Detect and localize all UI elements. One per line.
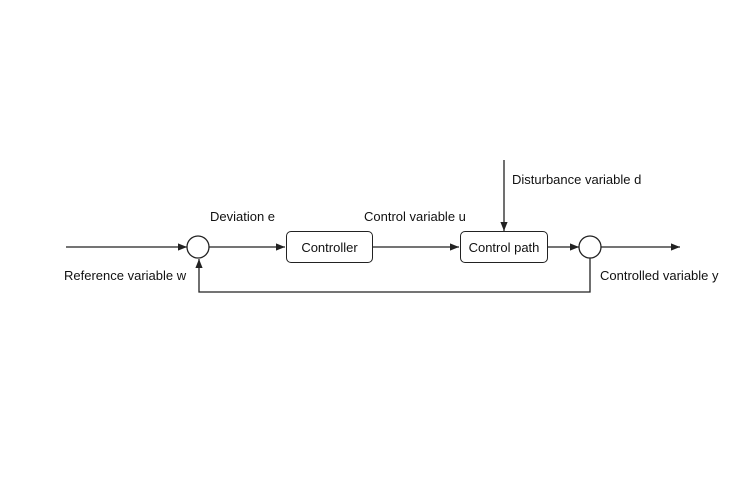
disturbance-variable-label: Disturbance variable d <box>512 172 642 187</box>
output-junction <box>578 235 602 259</box>
controller-block: Controller <box>286 231 373 263</box>
controlled-variable-label: Controlled variable y <box>600 268 719 283</box>
control-variable-label: Control variable u <box>364 209 466 224</box>
feedback-path <box>195 258 591 293</box>
controller-label: Controller <box>301 239 358 255</box>
control-path-label: Control path <box>468 239 540 255</box>
summing-junction <box>186 235 210 259</box>
deviation-label: Deviation e <box>210 209 276 224</box>
reference-variable-label: Reference variable w <box>64 268 187 283</box>
control-path-block: Control path <box>460 231 548 263</box>
